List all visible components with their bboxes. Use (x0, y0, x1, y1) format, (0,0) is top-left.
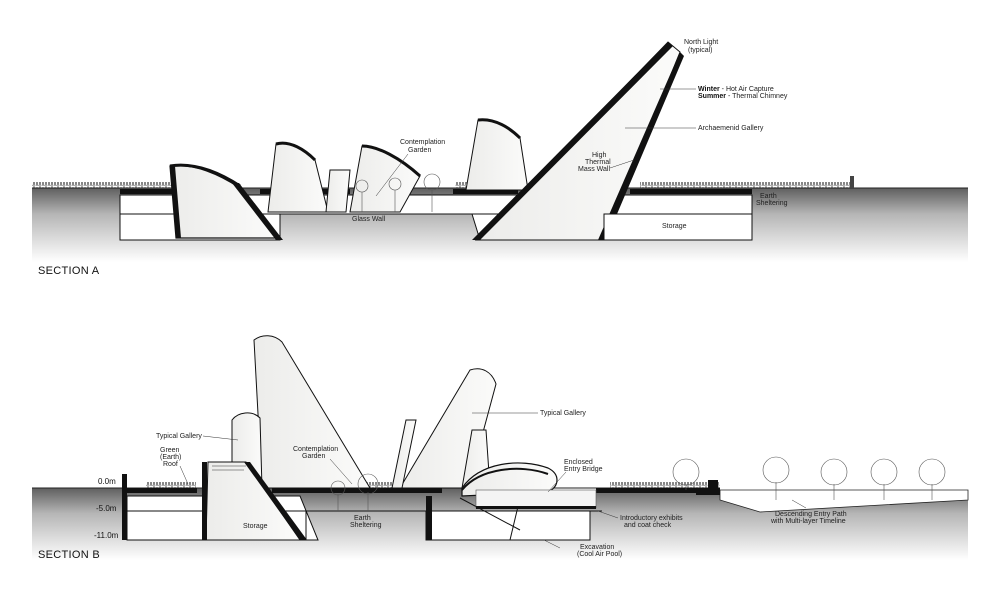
bridge-glazing (475, 489, 597, 509)
north-light-arc (169, 163, 241, 188)
label-entry-path-2: with Multi-layer Timeline (770, 518, 846, 525)
tree-cluster (355, 173, 441, 212)
level-minus-11: -11.0m (94, 531, 119, 540)
label-storage-a: Storage (662, 223, 687, 230)
north-light-arc (275, 141, 317, 162)
enclosed-entry-bridge (461, 462, 558, 497)
winter-text: - Hot Air Capture (720, 86, 774, 93)
door-block (696, 492, 720, 495)
roof-slab (272, 488, 442, 493)
descending-path (719, 489, 969, 513)
tree-cluster (330, 456, 946, 511)
grass-strip (146, 482, 196, 488)
thermal-wall (202, 462, 207, 540)
roof-slab (630, 189, 752, 194)
thermal-wall (426, 496, 432, 540)
bridge-slab (476, 506, 596, 509)
winter-bold: Winter (698, 86, 720, 93)
north-light-arc (477, 118, 522, 140)
level-0: 0.0m (98, 477, 116, 486)
label-entry-bridge-1: Enclosed (564, 459, 593, 466)
door-block (708, 480, 718, 492)
label-green-roof-1: Green (160, 447, 180, 454)
annotations: Typical Gallery Green (Earth) Roof Conte… (156, 410, 847, 558)
label-storage-b: Storage (243, 523, 268, 530)
label-earth-sheltering-1: Earth (760, 193, 777, 200)
thermal-wall (170, 166, 181, 238)
label-typical-gallery-left: Typical Gallery (156, 433, 202, 440)
label-green-roof-3: Roof (163, 461, 178, 468)
cool-air-pool (425, 510, 591, 541)
label-north-light-1: North Light (684, 39, 718, 46)
roof-slab (453, 189, 518, 194)
label-glass-wall: Glass Wall (352, 216, 386, 223)
label-excavation-1: Excavation (580, 544, 614, 551)
roof-slab (596, 488, 720, 493)
label-intro-exhibits-2: and coat check (624, 522, 672, 529)
roof-slab (127, 488, 197, 493)
chimney-post (850, 176, 854, 188)
grass-strip (640, 182, 850, 188)
label-archaemenid-gallery: Archaemenid Gallery (698, 125, 764, 132)
retaining-wall (122, 474, 127, 540)
label-entry-bridge-2: Entry Bridge (564, 466, 603, 473)
gallery-tower (325, 169, 351, 213)
grass-strip (32, 182, 172, 188)
thermal-wall (232, 183, 283, 240)
label-green-roof-2: (Earth) (160, 454, 181, 461)
section-a-title: SECTION A (38, 265, 100, 277)
gallery-tower (267, 142, 329, 213)
level-markers: 0.0m -5.0m -11.0m (94, 477, 119, 540)
label-earth-sheltering-b-2: Sheltering (350, 522, 382, 529)
label-excavation-2: (Cool Air Pool) (577, 551, 622, 558)
bridge-deck (459, 497, 521, 531)
label-high-thermal-2: Thermal (585, 159, 611, 166)
gallery-tower (253, 335, 371, 489)
label-contemplation-garden-1: Contemplation (400, 139, 445, 146)
section-a: North Light (typical) Winter - Hot Air C… (32, 39, 968, 277)
label-north-light-2: (typical) (688, 47, 713, 54)
label-contemplation-garden-2: Garden (408, 147, 431, 154)
north-light-arc (361, 144, 422, 178)
section-b-title: SECTION B (38, 549, 100, 561)
storage-room (603, 213, 753, 241)
thermal-mass-wall (472, 42, 673, 240)
annotations: North Light (typical) Winter - Hot Air C… (352, 39, 788, 230)
summer-bold: Summer (698, 93, 726, 100)
gallery-tower (465, 119, 529, 191)
thermal-wall (244, 462, 307, 540)
label-earth-sheltering-b-1: Earth (354, 515, 371, 522)
gallery-tower (391, 419, 417, 489)
label-contemplation-garden-b-2: Garden (302, 453, 325, 460)
label-summer: Summer - Thermal Chimney (698, 93, 788, 100)
section-b: 0.0m -5.0m -11.0m Typical Gallery Green … (32, 335, 969, 561)
label-intro-exhibits-1: Introductory exhibits (620, 515, 683, 522)
label-contemplation-garden-b-1: Contemplation (293, 446, 338, 453)
label-winter: Winter - Hot Air Capture (698, 86, 774, 93)
label-high-thermal-1: High (592, 152, 607, 159)
label-high-thermal-3: Mass Wall (578, 166, 610, 173)
grass-strip (610, 482, 720, 488)
label-entry-path-1: Descending Entry Path (775, 511, 847, 518)
thermal-mass-wall (598, 52, 684, 240)
level-minus-5: -5.0m (96, 504, 117, 513)
summer-text: - Thermal Chimney (726, 93, 788, 100)
label-earth-sheltering-2: Sheltering (756, 200, 788, 207)
label-typical-gallery-right: Typical Gallery (540, 410, 586, 417)
bridge-canopy (461, 467, 549, 491)
